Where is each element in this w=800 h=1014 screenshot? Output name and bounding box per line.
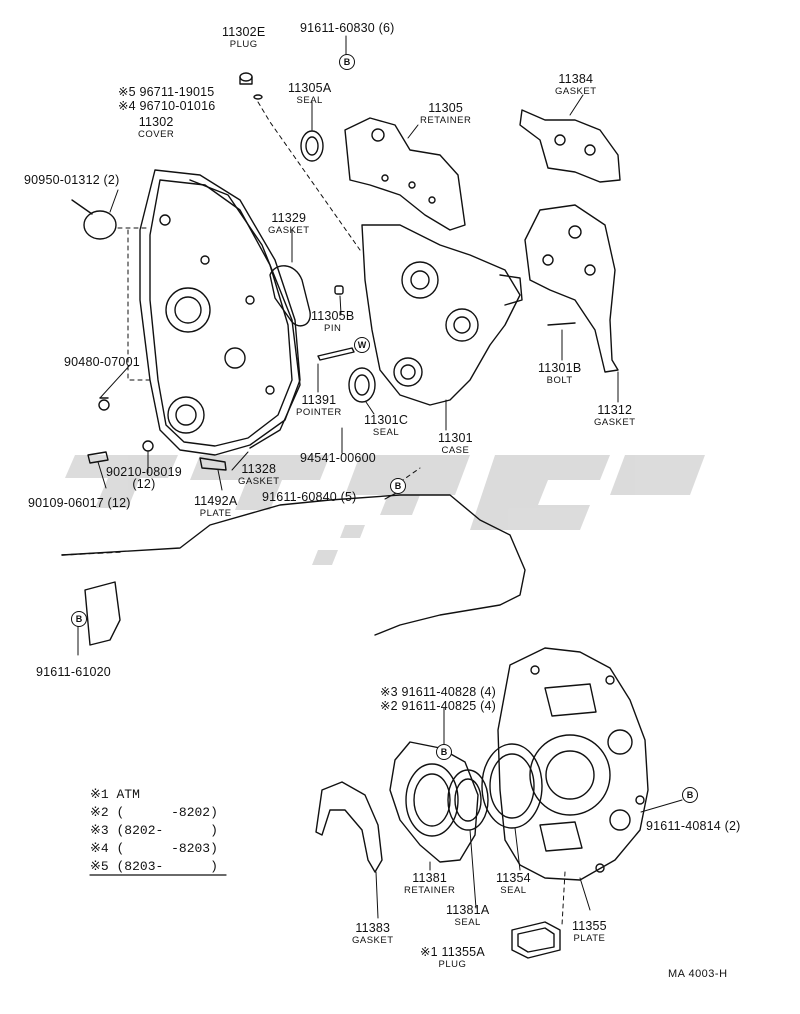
- tag-b: B: [339, 54, 355, 70]
- tag-b: B: [682, 787, 698, 803]
- label-90210: 90210-08019(12): [106, 465, 182, 491]
- seal-11305a: [300, 130, 324, 162]
- bolt-90109: [87, 451, 109, 464]
- label-91611-61020: 91611-61020: [36, 665, 111, 679]
- label-90480: 90480-07001: [64, 355, 140, 369]
- leader-lines: [77, 35, 619, 656]
- label-94541: 94541-00600: [300, 451, 376, 465]
- engine-block-outline: [61, 494, 526, 636]
- label-91611-40814: 91611-40814 (2): [646, 819, 741, 833]
- bolt: [547, 322, 576, 326]
- label-91611-40828: ※3 91611-40828 (4): [380, 685, 497, 699]
- cover-gasket: [189, 179, 301, 449]
- plate-11492a: [199, 457, 227, 471]
- washer-90210: [142, 440, 154, 452]
- plug-disc: [71, 199, 117, 240]
- legend-row: ※2 ( -8202): [90, 805, 218, 820]
- seal-11354: [481, 743, 543, 829]
- label-91611-60840: 91611-60840 (5): [262, 490, 357, 504]
- watermark-logo: [65, 455, 705, 565]
- tag-b: B: [390, 478, 406, 494]
- label-91611-60830: 91611-60830 (6): [300, 21, 395, 35]
- label-96710: ※4 96710-01016: [118, 99, 216, 113]
- gasket-11312: [524, 204, 619, 373]
- gasket-ring: [269, 265, 311, 327]
- tag-w: W: [354, 337, 370, 353]
- reference-code: MA 4003-H: [668, 968, 728, 980]
- label-91611-40825: ※2 91611-40825 (4): [380, 699, 497, 713]
- seal-11301c: [348, 367, 376, 403]
- end-plate: [497, 647, 649, 881]
- retainer-11381: [389, 741, 479, 863]
- leader-lines-bottom: [375, 707, 683, 926]
- label-96711: ※5 96711-19015: [118, 85, 215, 99]
- gasket-11383: [315, 781, 383, 873]
- legend-row: ※5 (8203- ): [90, 859, 218, 874]
- tag-b: B: [71, 611, 87, 627]
- seal-11381a: [447, 769, 489, 831]
- tag-b: B: [436, 744, 452, 760]
- gasket-11384: [519, 109, 621, 183]
- retainer-plate: [344, 117, 466, 231]
- label-90950: 90950-01312 (2): [24, 173, 120, 187]
- legend: ※1 ATM ※2 ( -8202) ※3 (8202- ) ※4 ( -820…: [90, 786, 218, 876]
- legend-row: ※4 ( -8203): [90, 841, 218, 856]
- pin: [334, 285, 344, 295]
- plug-11355a: [511, 921, 561, 959]
- bracket: [84, 581, 121, 646]
- pointer: [317, 347, 355, 361]
- timing-case: [361, 224, 523, 406]
- legend-row: ※3 (8202- ): [90, 823, 218, 838]
- label-90109: 90109-06017 (12): [28, 496, 131, 510]
- legend-row: ※1 ATM: [90, 787, 140, 802]
- plug-top: [239, 72, 263, 100]
- bolt-90480: [98, 397, 110, 411]
